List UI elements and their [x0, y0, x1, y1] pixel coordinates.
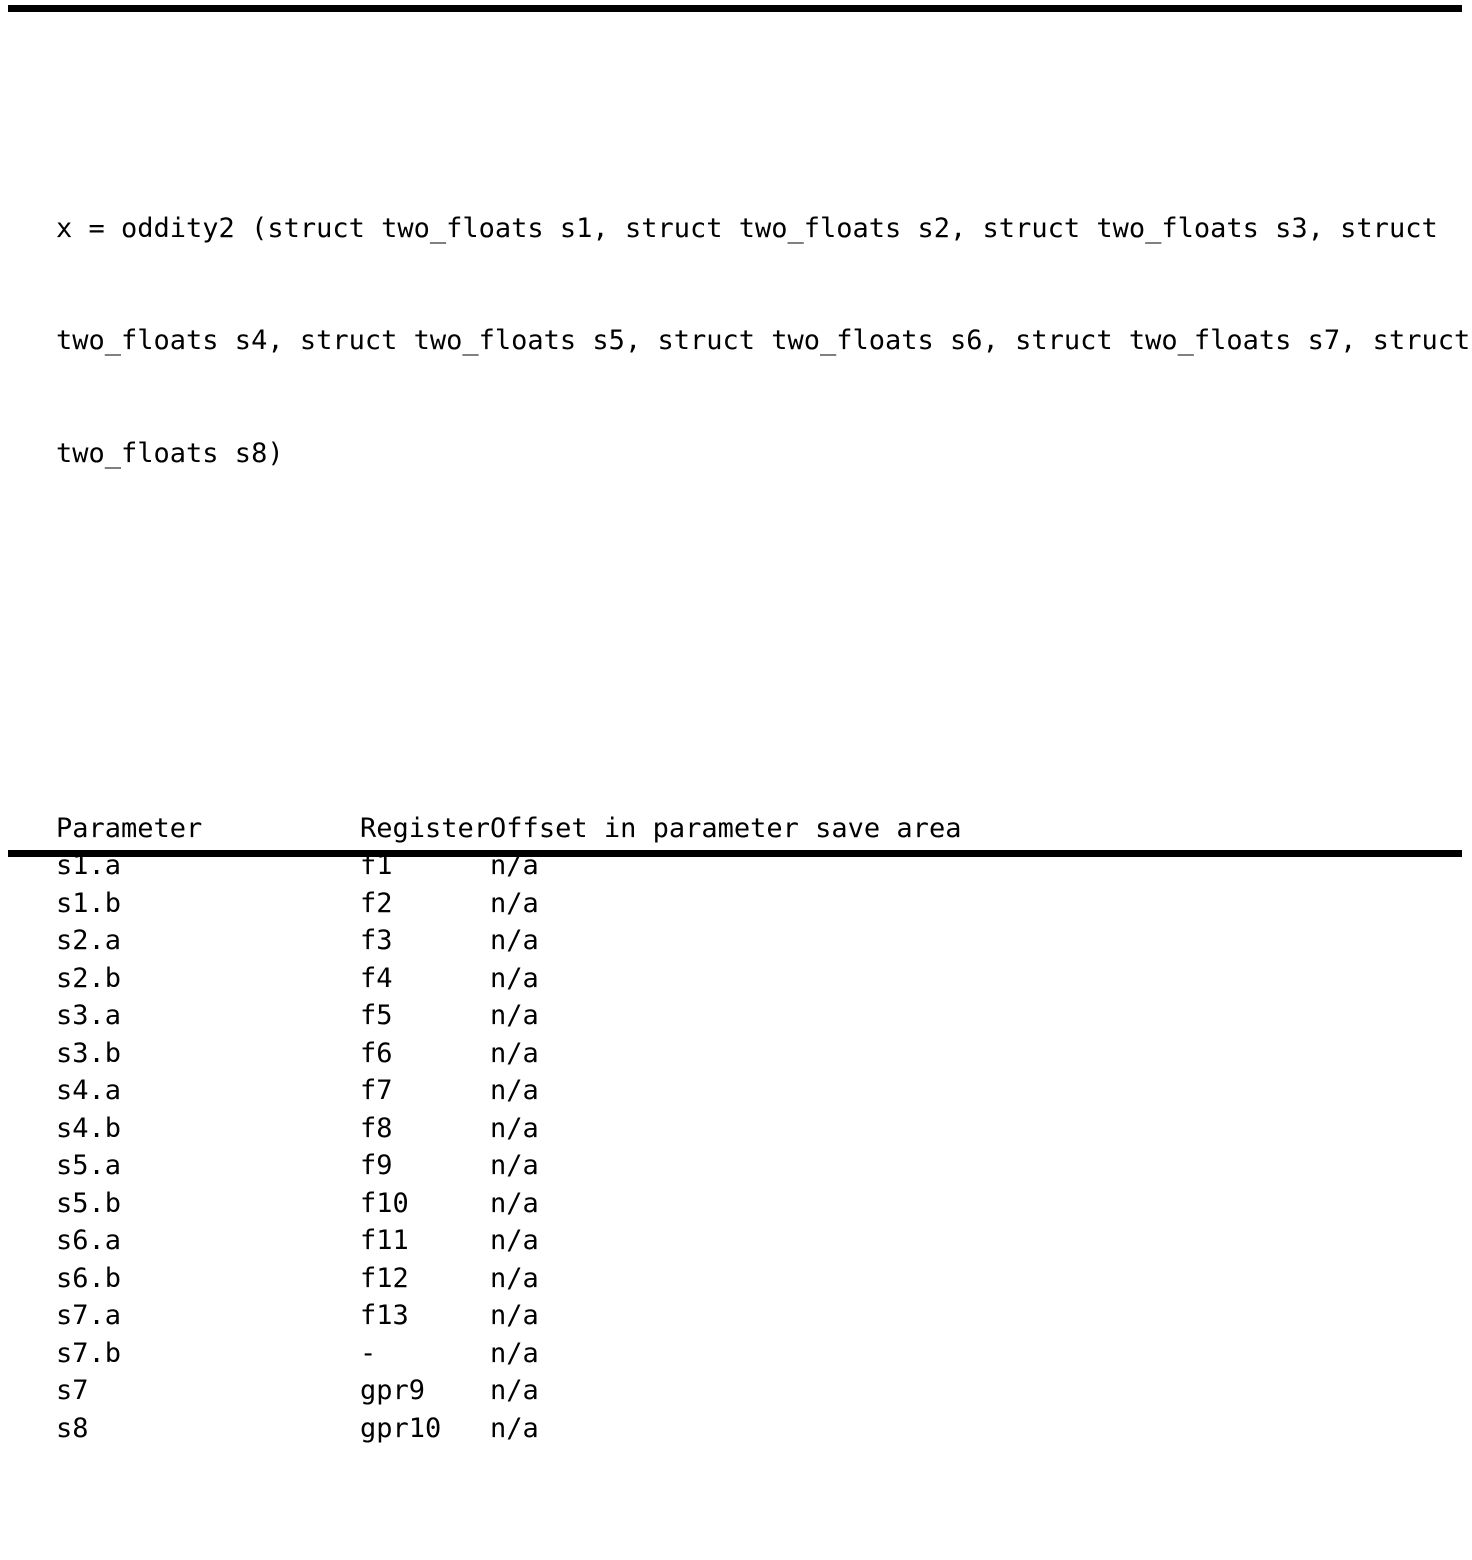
- cell-register: f3: [360, 925, 393, 956]
- cell-register: f6: [360, 1037, 393, 1069]
- table-row: s8 gpr10 n/a: [56, 1410, 1390, 1448]
- table-row: s2.b f4 n/a: [56, 960, 1390, 998]
- table-header: Parameter Register Offset in parameter s…: [56, 810, 1390, 848]
- top-horizontal-rule: [8, 5, 1462, 12]
- document-content: x = oddity2 (struct two_floats s1, struc…: [56, 22, 1471, 1560]
- cell-offset: n/a: [490, 1337, 539, 1369]
- column-header-register: Register: [360, 812, 491, 844]
- table-row: s7 gpr9 n/a: [56, 1372, 1390, 1410]
- cell-offset: n/a: [490, 1037, 539, 1069]
- blank-line-separator: [56, 660, 1408, 698]
- bottom-horizontal-rule: [8, 850, 1462, 857]
- cell-offset: n/a: [490, 1300, 539, 1331]
- cell-offset: n/a: [490, 1225, 539, 1256]
- cell-register: f4: [360, 962, 393, 994]
- table-row: s5.b f10 n/a: [56, 1185, 1390, 1223]
- parameter-register-table: Parameter Register Offset in parameter s…: [56, 810, 1390, 1448]
- cell-parameter: s5.b: [56, 1187, 122, 1219]
- cell-register: f13: [360, 1300, 409, 1331]
- cell-parameter: s8: [56, 1412, 89, 1444]
- cell-parameter: s7: [56, 1375, 89, 1406]
- cell-offset: n/a: [490, 962, 539, 994]
- cell-parameter: s4.a: [56, 1075, 122, 1106]
- column-header-parameter: Parameter: [56, 812, 203, 844]
- cell-register: f9: [360, 1150, 393, 1181]
- function-signature: x = oddity2 (struct two_floats s1, struc…: [56, 135, 1471, 548]
- document-page: x = oddity2 (struct two_floats s1, struc…: [8, 5, 1470, 1444]
- cell-offset: n/a: [490, 1000, 539, 1031]
- table-header-row: Parameter Register Offset in parameter s…: [56, 810, 1390, 848]
- table-row: s6.b f12 n/a: [56, 1260, 1390, 1298]
- cell-offset: n/a: [490, 1412, 539, 1444]
- table-row: s3.a f5 n/a: [56, 997, 1390, 1035]
- cell-parameter: s1.b: [56, 887, 122, 919]
- table-row: s3.b f6 n/a: [56, 1035, 1390, 1073]
- cell-register: gpr9: [360, 1375, 426, 1406]
- table-row: s4.a f7 n/a: [56, 1072, 1390, 1110]
- table-row: s6.a f11 n/a: [56, 1222, 1390, 1260]
- cell-parameter: s7.a: [56, 1300, 122, 1331]
- cell-parameter: s3.a: [56, 1000, 122, 1031]
- cell-parameter: s4.b: [56, 1112, 122, 1144]
- cell-parameter: s5.a: [56, 1150, 122, 1181]
- column-header-offset: Offset in parameter save area: [490, 812, 962, 844]
- cell-offset: n/a: [490, 1150, 539, 1181]
- cell-offset: n/a: [490, 1262, 539, 1294]
- cell-parameter: s3.b: [56, 1037, 122, 1069]
- table-row: s4.b f8 n/a: [56, 1110, 1390, 1148]
- cell-register: f11: [360, 1225, 409, 1256]
- cell-offset: n/a: [490, 1187, 539, 1219]
- cell-parameter: s6.a: [56, 1225, 122, 1256]
- cell-parameter: s6.b: [56, 1262, 122, 1294]
- table-row: s5.a f9 n/a: [56, 1147, 1390, 1185]
- cell-parameter: s2.b: [56, 962, 122, 994]
- cell-offset: n/a: [490, 1112, 539, 1144]
- cell-parameter: s2.a: [56, 925, 122, 956]
- signature-line-2: two_floats s4, struct two_floats s5, str…: [56, 325, 1471, 356]
- table-row: s7.b - n/a: [56, 1335, 1390, 1373]
- cell-register: gpr10: [360, 1412, 442, 1444]
- cell-offset: n/a: [490, 1075, 539, 1106]
- cell-register: -: [360, 1337, 377, 1369]
- table-row: s2.a f3 n/a: [56, 922, 1390, 960]
- table-row: s7.a f13 n/a: [56, 1297, 1390, 1335]
- cell-offset: n/a: [490, 1375, 539, 1406]
- cell-register: f7: [360, 1075, 393, 1106]
- cell-parameter: s7.b: [56, 1337, 122, 1369]
- cell-offset: n/a: [490, 925, 539, 956]
- cell-register: f8: [360, 1112, 393, 1144]
- signature-line-1: x = oddity2 (struct two_floats s1, struc…: [56, 212, 1438, 244]
- table-row: s1.b f2 n/a: [56, 885, 1390, 923]
- signature-line-3: two_floats s8): [56, 437, 284, 469]
- cell-offset: n/a: [490, 887, 539, 919]
- cell-register: f12: [360, 1262, 409, 1294]
- cell-register: f2: [360, 887, 393, 919]
- cell-register: f10: [360, 1187, 409, 1219]
- cell-register: f5: [360, 1000, 393, 1031]
